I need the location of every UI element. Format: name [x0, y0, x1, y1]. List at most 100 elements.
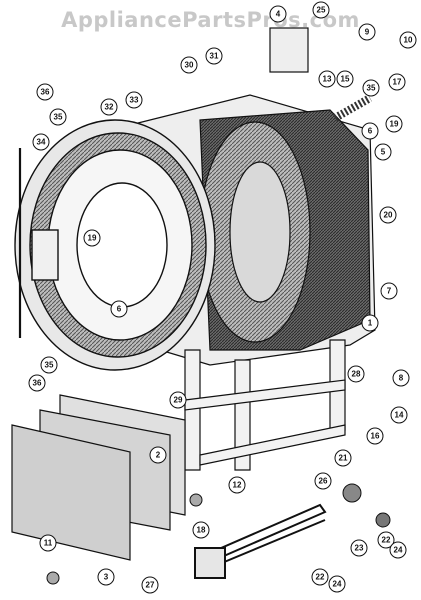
- callout-circle: [149, 446, 167, 464]
- callout-c22a: 22: [311, 568, 329, 586]
- callout-circle: [32, 133, 50, 151]
- counterweight-plates: [11, 394, 186, 561]
- callout-c6b: 6: [110, 300, 128, 318]
- callout-number: 16: [371, 432, 380, 441]
- callout-circle: [314, 472, 332, 490]
- callout-circle: [374, 143, 392, 161]
- callout-number: 30: [185, 61, 194, 70]
- callout-c11: 11: [39, 534, 57, 552]
- callout-number: 11: [44, 539, 53, 548]
- callout-c2: 2: [149, 446, 167, 464]
- callout-number: 6: [117, 305, 122, 314]
- callout-number: 20: [384, 211, 393, 220]
- callout-c17: 17: [388, 73, 406, 91]
- callout-number: 36: [33, 379, 42, 388]
- callout-circle: [361, 314, 379, 332]
- callout-c4: 4: [269, 5, 287, 23]
- callout-circle: [49, 108, 67, 126]
- callout-number: 35: [367, 84, 376, 93]
- callout-number: 6: [368, 127, 373, 136]
- callout-c16: 16: [366, 427, 384, 445]
- callout-number: 2: [156, 451, 161, 460]
- callout-number: 27: [146, 581, 155, 590]
- callout-number: 8: [399, 374, 404, 383]
- callout-circle: [110, 300, 128, 318]
- callout-number: 9: [365, 28, 370, 37]
- callout-circle: [389, 541, 407, 559]
- callout-circle: [36, 83, 54, 101]
- callout-circle: [39, 534, 57, 552]
- callout-circle: [334, 449, 352, 467]
- callout-circle: [228, 476, 246, 494]
- callout-number: 18: [197, 526, 206, 535]
- callout-number: 22: [316, 573, 325, 582]
- callout-number: 33: [130, 96, 139, 105]
- callout-c25: 25: [312, 1, 330, 19]
- callout-circle: [141, 576, 159, 594]
- callout-c35b: 35: [362, 79, 380, 97]
- callout-c35c: 35: [40, 356, 58, 374]
- callout-c28: 28: [347, 365, 365, 383]
- callout-circle: [205, 47, 223, 65]
- callout-number: 24: [394, 546, 403, 555]
- callout-number: 19: [88, 234, 97, 243]
- callout-circle: [366, 427, 384, 445]
- callout-number: 19: [390, 120, 399, 129]
- callout-circle: [269, 5, 287, 23]
- callout-labels: 1234566789101112131415161718191920212222…: [28, 1, 417, 594]
- callout-c1: 1: [361, 314, 379, 332]
- callout-number: 24: [333, 580, 342, 589]
- base-frame: [184, 339, 346, 471]
- callout-c3: 3: [97, 568, 115, 586]
- callout-circle: [347, 365, 365, 383]
- watermark: AppliancePartsPros.com: [61, 8, 360, 32]
- callout-c24a: 24: [328, 575, 346, 593]
- callout-c24b: 24: [389, 541, 407, 559]
- callout-circle: [392, 369, 410, 387]
- callout-c22b: 22: [377, 531, 395, 549]
- callout-number: 36: [41, 88, 50, 97]
- callout-number: 15: [341, 75, 350, 84]
- callout-number: 7: [387, 287, 392, 296]
- callout-circle: [28, 374, 46, 392]
- callout-c35a: 35: [49, 108, 67, 126]
- callout-circle: [125, 91, 143, 109]
- callout-number: 35: [54, 113, 63, 122]
- front-ring: [14, 119, 216, 371]
- callout-circle: [399, 31, 417, 49]
- callout-c23: 23: [350, 539, 368, 557]
- callout-circle: [361, 122, 379, 140]
- callout-c26: 26: [314, 472, 332, 490]
- callout-number: 32: [105, 103, 114, 112]
- callout-circle: [328, 575, 346, 593]
- nut: [375, 512, 391, 528]
- callout-circle: [169, 391, 187, 409]
- callout-circle: [312, 1, 330, 19]
- callout-circle: [390, 406, 408, 424]
- callout-number: 25: [317, 6, 326, 15]
- callout-circle: [83, 229, 101, 247]
- washer: [189, 493, 203, 507]
- mounting-bracket: [269, 27, 309, 73]
- callout-circle: [318, 70, 336, 88]
- callout-c18: 18: [192, 521, 210, 539]
- callout-circle: [336, 70, 354, 88]
- callout-c36b: 36: [28, 374, 46, 392]
- callout-number: 13: [323, 75, 332, 84]
- callout-circle: [379, 206, 397, 224]
- callout-c6a: 6: [361, 122, 379, 140]
- callout-c8: 8: [392, 369, 410, 387]
- callout-number: 10: [404, 36, 413, 45]
- callout-c10: 10: [399, 31, 417, 49]
- callout-circle: [377, 531, 395, 549]
- callout-number: 5: [381, 148, 386, 157]
- callout-circle: [97, 568, 115, 586]
- callout-circle: [100, 98, 118, 116]
- bolt-head: [46, 571, 60, 585]
- callout-c12: 12: [228, 476, 246, 494]
- callout-c15: 15: [336, 70, 354, 88]
- spring: [333, 94, 372, 122]
- callout-circle: [380, 282, 398, 300]
